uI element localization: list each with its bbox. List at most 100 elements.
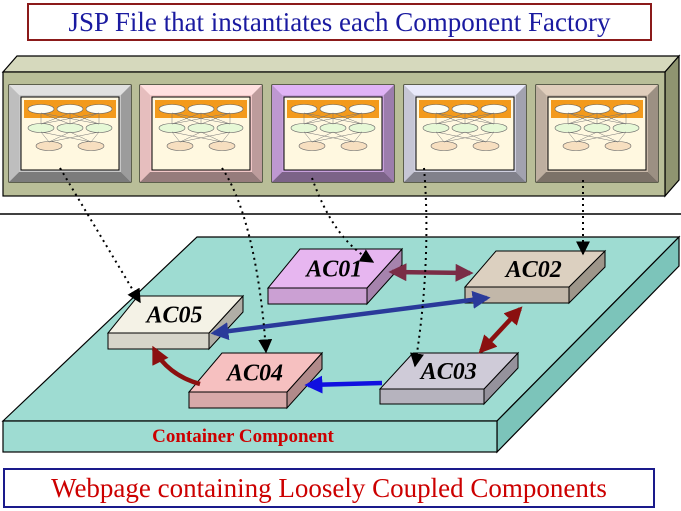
factory-edge [171, 112, 231, 125]
jsp-file-title: JSP File that instantiates each Componen… [27, 3, 652, 41]
factory-edge [303, 131, 313, 143]
factory-edge [48, 131, 100, 143]
factory-edge [171, 131, 223, 143]
factory-edge [567, 112, 598, 125]
factory-frames [8, 84, 659, 183]
factory-node-icon [422, 104, 450, 114]
factory-node-icon [298, 141, 326, 151]
factory-node-icon [612, 104, 640, 114]
component-label-ac05: AC05 [144, 303, 202, 329]
factory-edge [435, 112, 495, 125]
factory-edge [435, 112, 466, 125]
component-label-ac02: AC02 [504, 257, 562, 283]
factory-edge [567, 112, 627, 125]
component-ac02: AC02 [463, 249, 607, 305]
factory-frame [535, 84, 659, 183]
arrow-ac03-ac04 [304, 375, 383, 394]
factory-edge [303, 112, 334, 125]
factory-edge [179, 131, 202, 143]
factory-node-icon [216, 104, 244, 114]
factory-edge [179, 131, 231, 143]
factory-edge [464, 112, 495, 125]
factory-edge [575, 131, 598, 143]
factory-node-icon [158, 104, 186, 114]
factory-node-icon [480, 123, 508, 133]
factory-edge [69, 112, 100, 125]
arrow-ac04-ac05 [151, 345, 201, 387]
factory-node-icon [187, 123, 215, 133]
factory-edge [567, 131, 577, 143]
factory-edge [435, 131, 445, 143]
factory-node-icon [480, 104, 508, 114]
factory-node-icon [451, 123, 479, 133]
factory-edge [435, 131, 487, 143]
factory-edge [40, 131, 92, 143]
factory-node-icon [290, 104, 318, 114]
factory-edge [617, 131, 627, 143]
factory-node-icon [319, 104, 347, 114]
factory-edge [443, 131, 466, 143]
factory-node-icon [35, 141, 63, 151]
arrow-ac01-ac02 [388, 263, 474, 282]
factory-node-icon [77, 141, 105, 151]
factory-node-icon [472, 141, 500, 151]
factory-edge [596, 131, 619, 143]
factory-edge [221, 131, 231, 143]
factory-node-icon [554, 123, 582, 133]
factory-frame [8, 84, 132, 183]
factory-frame [403, 84, 527, 183]
arrow-ac02-ac05 [210, 290, 491, 341]
dotted-arrow-ac01 [311, 177, 375, 263]
factory-edge [171, 112, 202, 125]
factory-edge [200, 131, 223, 143]
factory-node-icon [85, 104, 113, 114]
factory-edge [575, 131, 627, 143]
factory-edge [303, 112, 363, 125]
factory-frame [271, 84, 395, 183]
factory-node-icon [290, 123, 318, 133]
factory-edge [40, 112, 71, 125]
factory-edge [443, 131, 495, 143]
factory-node-icon [348, 104, 376, 114]
factory-edge [311, 131, 363, 143]
factory-node-icon [27, 123, 55, 133]
factory-edge [69, 131, 92, 143]
factory-node-icon [583, 123, 611, 133]
factory-edge [311, 131, 334, 143]
factory-node-icon [451, 104, 479, 114]
factory-node-icon [27, 104, 55, 114]
factory-edge [332, 131, 355, 143]
factory-node-icon [56, 104, 84, 114]
factory-edge [303, 131, 355, 143]
factory-node-icon [583, 104, 611, 114]
factory-node-icon [422, 123, 450, 133]
factory-edge [332, 112, 363, 125]
component-label-ac01: AC01 [304, 257, 362, 283]
factory-edge [200, 112, 231, 125]
factory-edge [353, 131, 363, 143]
container-label: Container Component [152, 426, 334, 447]
factory-edge [40, 112, 100, 125]
factory-edge [90, 131, 100, 143]
component-connections [151, 263, 523, 394]
dotted-arrow-ac04 [221, 167, 273, 354]
factory-frame [139, 84, 263, 183]
factory-node-icon [166, 141, 194, 151]
component-label-ac04: AC04 [225, 361, 283, 387]
factory-node-icon [430, 141, 458, 151]
webpage-title: Webpage containing Loosely Coupled Compo… [3, 468, 655, 508]
factory-edge [40, 131, 50, 143]
factory-edge [567, 131, 619, 143]
factory-node-icon [187, 104, 215, 114]
factory-edge [464, 131, 487, 143]
factory-node-icon [340, 141, 368, 151]
factory-node-icon [604, 141, 632, 151]
component-label-ac03: AC03 [419, 359, 477, 385]
factory-node-icon [56, 123, 84, 133]
factory-node-icon [348, 123, 376, 133]
factory-node-icon [612, 123, 640, 133]
factory-node-icon [562, 141, 590, 151]
factory-node-icon [319, 123, 347, 133]
dotted-arrow-ac05 [59, 167, 141, 304]
factory-edge [48, 131, 71, 143]
